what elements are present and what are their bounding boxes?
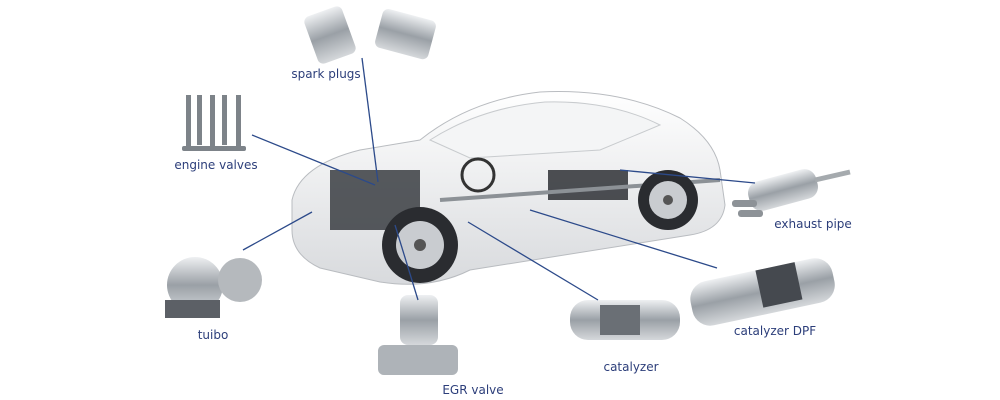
leader-line-catalyzer bbox=[467, 221, 599, 301]
spark-plugs-image bbox=[304, 6, 436, 64]
label-egr-valve: EGR valve bbox=[442, 383, 504, 397]
label-turbo: tuibo bbox=[197, 328, 229, 342]
label-catalyzer: catalyzer bbox=[603, 360, 659, 374]
leader-line-egr-valve bbox=[394, 224, 419, 301]
turbo-image bbox=[165, 257, 262, 318]
leader-line-turbo bbox=[242, 211, 313, 251]
leader-lines bbox=[242, 57, 756, 301]
catalyzer-image bbox=[570, 300, 680, 340]
leader-line-exhaust-pipe bbox=[619, 169, 756, 184]
car-illustration bbox=[291, 91, 726, 285]
label-engine-valves: engine valves bbox=[174, 158, 258, 172]
exhaust-pipe-image bbox=[732, 169, 851, 217]
label-exhaust-pipe: exhaust pipe bbox=[774, 217, 852, 231]
leader-line-spark-plugs bbox=[361, 57, 379, 183]
leader-line-catalyzer-dpf bbox=[529, 209, 718, 269]
label-catalyzer-dpf: catalyzer DPF bbox=[733, 324, 817, 338]
leader-line-engine-valves bbox=[251, 134, 376, 186]
engine-valves-image bbox=[182, 95, 246, 151]
label-spark-plugs: spark plugs bbox=[291, 67, 361, 81]
catalyzer-dpf-image bbox=[690, 258, 835, 326]
egr-valve-image bbox=[378, 295, 458, 375]
